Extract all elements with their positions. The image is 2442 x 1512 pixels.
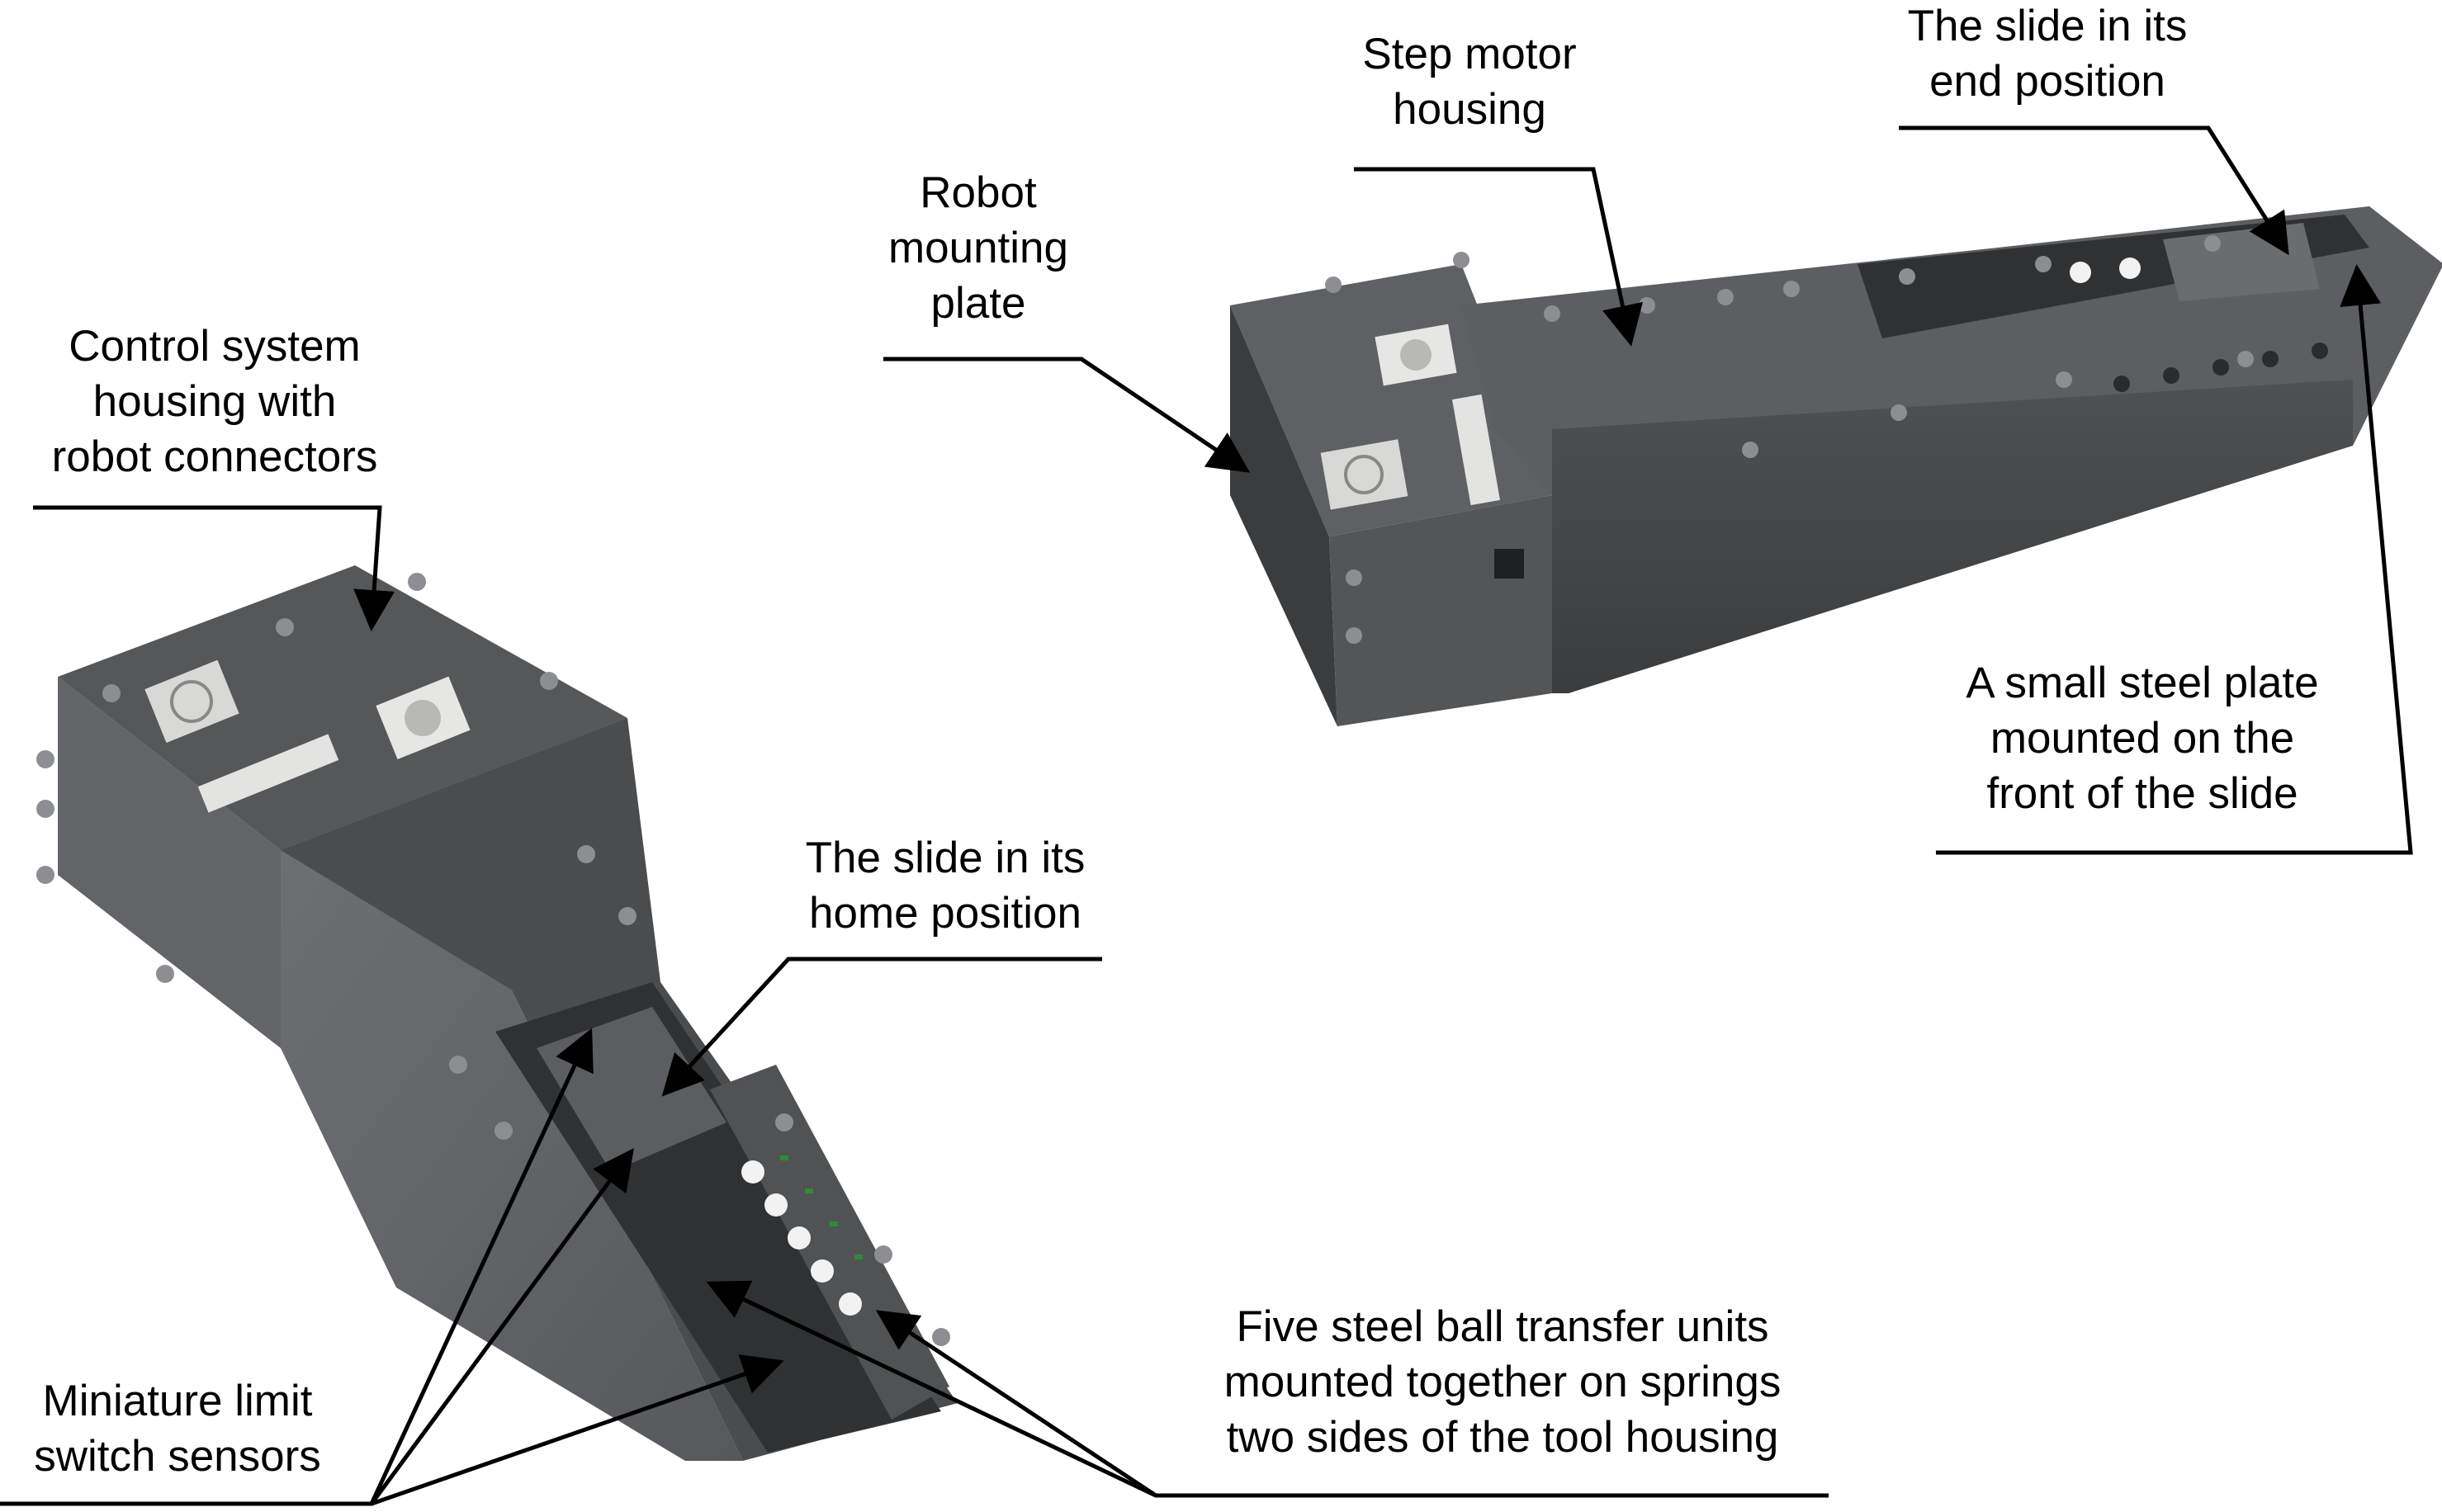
label-five-steel-ball-units: Five steel ball transfer units mounted t… bbox=[1139, 1299, 1866, 1465]
label-line: mounting bbox=[887, 224, 1069, 272]
right-arm-side bbox=[1552, 380, 2353, 693]
dsub-connector-icon bbox=[1451, 394, 1501, 506]
callout-step-motor bbox=[1354, 167, 1644, 347]
label-line: end position bbox=[1929, 57, 2165, 106]
side-holes bbox=[2113, 343, 2328, 392]
ball-unit bbox=[2070, 262, 2091, 283]
callout-steel-plate bbox=[1936, 264, 2413, 855]
label-line: front of the slide bbox=[1986, 769, 2298, 818]
label-line: two sides of the tool housing bbox=[1226, 1413, 1779, 1462]
ball-unit bbox=[2119, 258, 2141, 279]
callout-robot-mounting-plate bbox=[883, 357, 1251, 473]
ball-unit bbox=[764, 1193, 788, 1217]
label-line: mounted on the bbox=[1990, 714, 2295, 763]
fan-blade-icon bbox=[170, 680, 213, 723]
fan-icon bbox=[1320, 439, 1408, 510]
label-control-system: Control system housing with robot connec… bbox=[25, 319, 405, 484]
label-line: A small steel plate bbox=[1966, 659, 2319, 707]
label-line: The slide in its bbox=[805, 834, 1086, 882]
spring-marks bbox=[780, 1155, 863, 1259]
left-arm-side bbox=[281, 850, 743, 1461]
ball-unit bbox=[741, 1160, 764, 1184]
label-line: Five steel ball transfer units bbox=[1236, 1302, 1769, 1351]
ball-unit bbox=[839, 1292, 862, 1316]
label-line: robot connectors bbox=[51, 432, 378, 481]
label-step-motor-housing: Step motor housing bbox=[1304, 26, 1635, 137]
label-line: Control system bbox=[69, 322, 361, 371]
label-slide-home-position: The slide in its home position bbox=[760, 830, 1131, 941]
ball-unit bbox=[811, 1259, 834, 1283]
label-line: housing bbox=[1393, 85, 1546, 134]
left-tool-render bbox=[36, 565, 958, 1461]
label-miniature-limit-switch: Miniature limit switch sensors bbox=[0, 1373, 355, 1484]
right-tool-render bbox=[1230, 206, 2442, 726]
label-line: mounted together on springs bbox=[1223, 1358, 1782, 1406]
fan-icon bbox=[144, 659, 239, 744]
callout-slide-end bbox=[1899, 125, 2289, 256]
callout-limit-switch-c bbox=[371, 1354, 784, 1506]
label-line: The slide in its bbox=[1907, 2, 2188, 50]
ball-unit bbox=[788, 1226, 811, 1250]
callout-slide-home bbox=[661, 957, 1102, 1097]
label-line: Step motor bbox=[1362, 30, 1577, 78]
callout-five-balls-b bbox=[706, 1280, 1157, 1498]
dsub-connector-icon bbox=[197, 734, 339, 813]
fan-blade-icon bbox=[1344, 455, 1384, 494]
bolt-heads bbox=[1325, 235, 2254, 644]
round-connector-core-icon bbox=[405, 700, 441, 736]
label-line: switch sensors bbox=[34, 1432, 321, 1481]
label-line: Miniature limit bbox=[42, 1377, 313, 1425]
square-port bbox=[1494, 549, 1524, 579]
label-line: housing with bbox=[92, 377, 337, 426]
callout-limit-switch-b bbox=[369, 1147, 634, 1505]
callout-control-system bbox=[33, 505, 395, 631]
bolt-heads bbox=[36, 573, 950, 1346]
label-slide-end-position: The slide in its end position bbox=[1858, 0, 2237, 109]
left-control-box-top bbox=[58, 565, 627, 850]
label-line: plate bbox=[930, 279, 1026, 328]
right-control-box-left bbox=[1230, 305, 1337, 726]
label-line: Robot bbox=[920, 168, 1037, 217]
callout-lines bbox=[0, 125, 2413, 1506]
round-connector-core-icon bbox=[1400, 339, 1432, 371]
left-control-box-front bbox=[58, 677, 281, 1048]
label-small-steel-plate: A small steel plate mounted on the front… bbox=[1882, 655, 2402, 821]
label-robot-mounting-plate: Robot mounting plate bbox=[842, 165, 1115, 331]
label-line: home position bbox=[809, 889, 1081, 938]
